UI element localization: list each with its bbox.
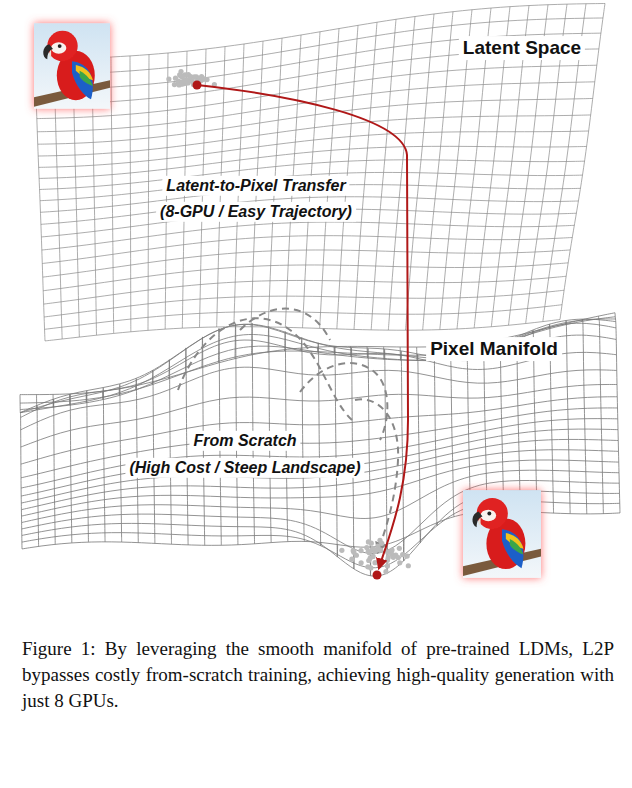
sample-dot <box>406 563 411 568</box>
grid-line <box>354 22 377 329</box>
sample-dot <box>178 73 183 78</box>
sample-dot <box>397 546 402 551</box>
scratch-trajectories <box>178 309 398 552</box>
sample-dot <box>374 547 379 552</box>
sample-dot <box>389 547 394 552</box>
grid-line <box>43 250 571 277</box>
grid-line <box>37 395 39 547</box>
grid-line <box>371 19 396 330</box>
grid-line <box>40 172 583 200</box>
sample-dot <box>383 569 388 574</box>
grid-line <box>103 388 105 542</box>
grid-line <box>70 394 72 543</box>
sample-dot <box>368 565 373 570</box>
grid-line <box>21 384 617 447</box>
grid-line <box>21 397 617 464</box>
grid-line <box>37 65 597 118</box>
sample-dot <box>366 549 371 554</box>
grid-line <box>35 18 603 75</box>
sample-dot <box>405 554 410 559</box>
sample-dot <box>396 555 401 560</box>
region-title: Pixel Manifold <box>426 337 562 361</box>
parrot-pixel <box>463 490 541 578</box>
trajectory-note: (8-GPU / Easy Trajectory) <box>156 202 356 222</box>
grid-line <box>400 347 404 561</box>
grid-line <box>20 323 616 412</box>
sample-dot <box>166 77 171 82</box>
end-point <box>373 571 382 580</box>
grid-line <box>86 391 88 542</box>
grid-line <box>39 131 589 167</box>
figure-caption: Figure 1: By leveraging the smooth manif… <box>22 636 614 713</box>
grid-line <box>169 360 172 545</box>
grid-line <box>44 290 564 317</box>
grid-line <box>39 146 587 178</box>
sample-dot <box>349 557 354 562</box>
sample-dot <box>391 555 396 560</box>
grid-line <box>43 263 568 291</box>
sample-dot <box>379 541 384 546</box>
sample-dot <box>358 548 363 553</box>
grid-line <box>119 384 122 542</box>
grid-line <box>388 17 415 331</box>
grid-line <box>483 342 487 511</box>
grid-line <box>21 419 618 488</box>
region-title: Latent Space <box>459 36 585 60</box>
start-point <box>193 81 202 90</box>
sample-dot <box>385 563 390 568</box>
grid-line <box>38 115 591 156</box>
transfer-trajectory <box>197 85 408 568</box>
sample-dot <box>173 76 178 81</box>
grid-line <box>598 316 603 514</box>
grid-line <box>582 319 587 514</box>
grid-line <box>41 197 579 225</box>
grid-line <box>499 339 503 511</box>
grid-line <box>21 367 617 430</box>
sample-dot <box>368 556 373 561</box>
grid-line <box>301 338 304 542</box>
grid-line <box>516 336 521 512</box>
grid-line <box>466 344 470 513</box>
grid-line <box>37 82 595 132</box>
grid-line <box>148 55 149 331</box>
grid-line <box>21 408 618 478</box>
grid-line <box>20 395 22 549</box>
grid-line <box>45 305 563 330</box>
sample-dot <box>400 552 405 557</box>
sample-dot <box>183 78 188 83</box>
grid-line <box>21 324 617 412</box>
sample-dot <box>372 560 377 565</box>
sample-dot <box>359 560 364 565</box>
parrot-latent <box>34 23 110 109</box>
sample-dot <box>397 560 402 565</box>
grid-line <box>35 3 605 60</box>
latent-space-grid <box>35 3 605 340</box>
grid-line <box>42 236 572 264</box>
grid-line <box>450 346 454 517</box>
sample-dot <box>354 553 359 558</box>
sample-dot <box>386 555 391 560</box>
grid-line <box>334 346 338 557</box>
grid-line <box>433 347 437 526</box>
sample-dot <box>339 548 344 553</box>
grid-line <box>565 321 570 514</box>
sample-dot <box>366 539 371 544</box>
trajectory-note: (High Cost / Steep Landscape) <box>125 458 364 478</box>
trajectory-label: Latent-to-Pixel Transfer <box>162 176 349 196</box>
grid-line <box>44 276 567 304</box>
trajectory-label: From Scratch <box>189 431 300 451</box>
sample-dot <box>351 548 356 553</box>
grid-line <box>36 33 601 90</box>
sample-dots <box>166 69 411 574</box>
grid-line <box>21 429 618 496</box>
